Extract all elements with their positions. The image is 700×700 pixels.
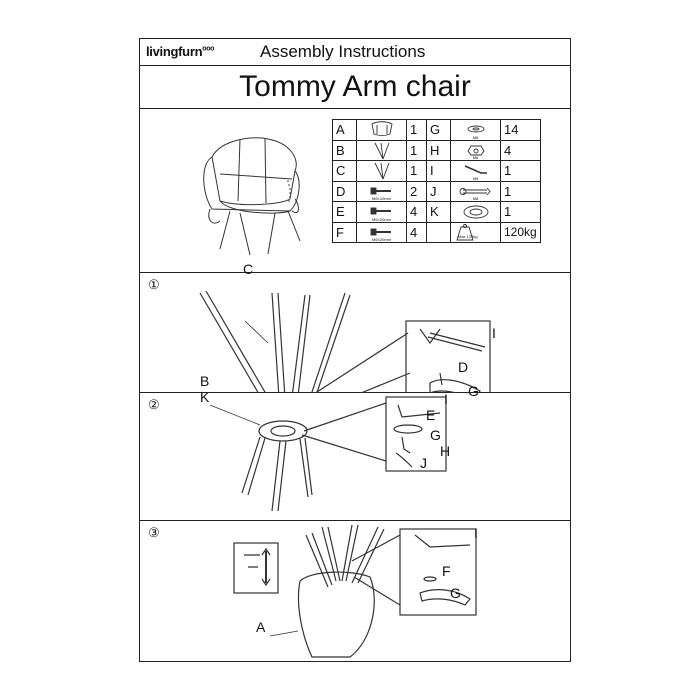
label-k: K <box>200 389 210 405</box>
part-qty: 4 <box>406 201 427 223</box>
label-g: G <box>450 585 461 601</box>
label-b: B <box>200 373 210 389</box>
label-f: F <box>442 563 451 579</box>
part-qty: 1 <box>500 180 541 202</box>
part-note: M6×10mm <box>371 196 391 201</box>
step-1: ① C B I D G <box>140 261 570 399</box>
part-qty: 14 <box>500 119 541 141</box>
part-image: M6 <box>450 119 501 141</box>
seat-a-icon <box>297 571 375 658</box>
part-qty: 1 <box>406 139 427 161</box>
product-title: Tommy Arm chair <box>239 70 471 103</box>
label-c: C <box>243 261 254 277</box>
label-g: G <box>468 383 479 399</box>
part-image: M6×20mm <box>356 201 407 223</box>
part-image: M6×20mm <box>356 221 407 243</box>
part-letter: K <box>426 201 451 223</box>
step-number: ② <box>148 397 160 412</box>
part-letter: A <box>332 119 357 141</box>
part-image <box>356 119 407 141</box>
step-1-diagram <box>199 290 491 393</box>
part-qty: 1 <box>500 160 541 182</box>
part-letter: F <box>332 221 357 243</box>
label-d: D <box>458 359 469 375</box>
part-qty: 1 <box>406 119 427 141</box>
label-i: I <box>444 391 448 407</box>
part-letter: I <box>426 160 451 182</box>
label-e: E <box>426 407 436 423</box>
step-number: ① <box>148 277 160 292</box>
part-note: M6×20mm <box>371 237 391 242</box>
part-letter <box>426 221 451 243</box>
part-note: M6 <box>472 155 479 160</box>
part-image <box>450 201 501 223</box>
part-qty: 1 <box>500 201 541 223</box>
part-image <box>356 139 407 161</box>
step-2-diagram <box>209 396 447 512</box>
part-image: M6 <box>450 139 501 161</box>
instruction-sheet: livingfurnooo Assembly Instructions Tomm… <box>139 38 571 662</box>
part-letter: B <box>332 139 357 161</box>
part-note: M5 <box>472 175 479 181</box>
part-image: M6×10mm <box>356 180 407 202</box>
leg-c-icon <box>271 292 286 393</box>
brand-logo: livingfurnooo <box>146 44 214 59</box>
part-note: Max 120kg <box>458 234 478 239</box>
step-2: ② K I E G H J <box>140 389 570 521</box>
part-letter: G <box>426 119 451 141</box>
part-qty: 4 <box>500 139 541 161</box>
step-3: ③ I F G A <box>140 521 570 661</box>
part-image: M5 <box>450 160 501 182</box>
label-j: J <box>420 455 427 471</box>
part-qty: 120kg <box>500 221 541 243</box>
step-number: ③ <box>148 525 160 540</box>
part-note: M8 <box>472 196 479 201</box>
part-letter: H <box>426 139 451 161</box>
part-image <box>356 160 407 182</box>
label-h: H <box>440 443 451 459</box>
brand-mark: ooo <box>202 45 215 53</box>
part-image: M8 <box>450 180 501 202</box>
part-qty: 4 <box>406 221 427 243</box>
chair-illustration-icon <box>203 137 301 256</box>
header: livingfurnooo Assembly Instructions <box>140 39 570 66</box>
title-row: Tommy Arm chair <box>140 66 570 109</box>
part-qty: 2 <box>406 180 427 202</box>
label-i: I <box>474 525 478 541</box>
label-g: G <box>430 427 441 443</box>
part-letter: E <box>332 201 357 223</box>
part-letter: C <box>332 160 357 182</box>
part-note: M6×20mm <box>371 216 391 222</box>
part-note: M6 <box>472 134 479 140</box>
part-letter: J <box>426 180 451 202</box>
brand-name: livingfurn <box>146 44 203 59</box>
part-qty: 1 <box>406 160 427 182</box>
leg-b-icon <box>199 290 267 393</box>
label-i: I <box>492 325 496 341</box>
part-image: Max 120kg <box>450 221 501 243</box>
part-letter: D <box>332 180 357 202</box>
step-3-diagram <box>233 524 477 658</box>
document-title: Assembly Instructions <box>260 42 426 61</box>
label-a: A <box>256 619 266 635</box>
